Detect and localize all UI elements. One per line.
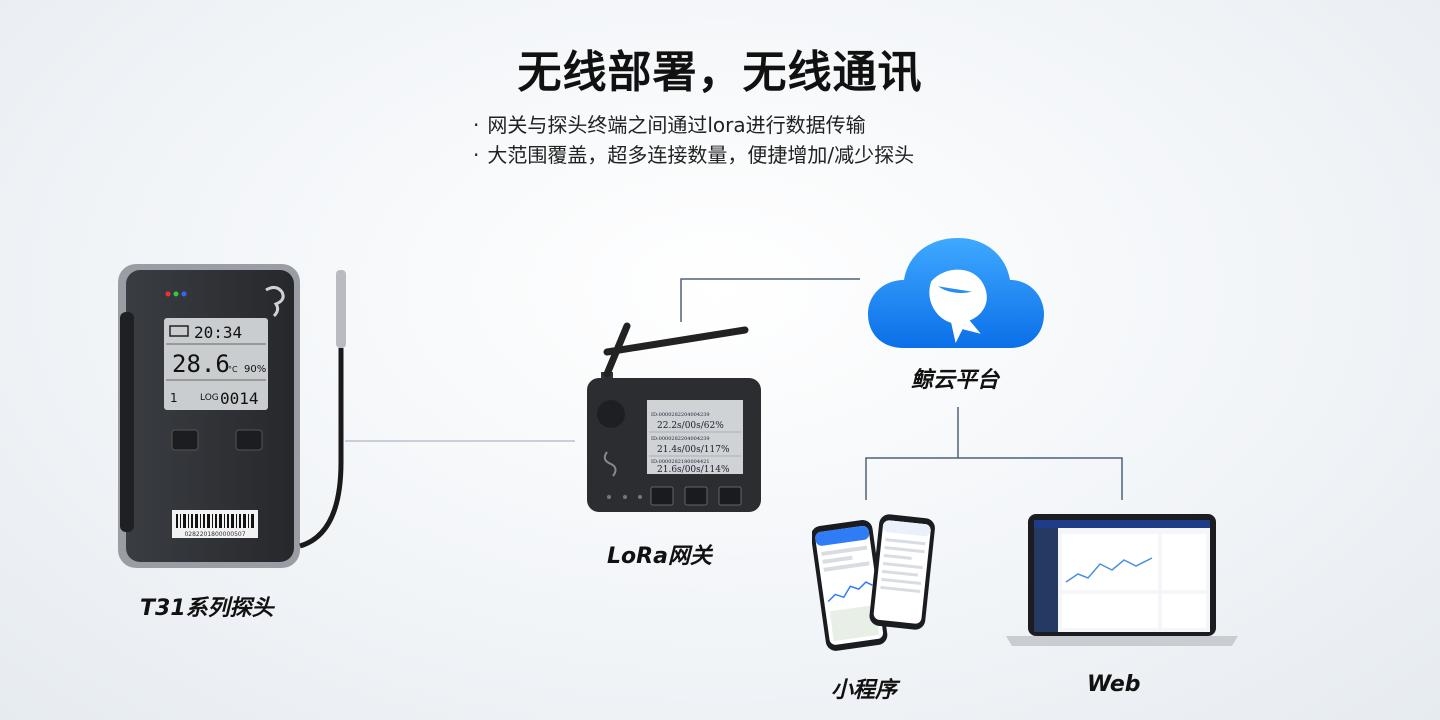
probe-lcd <box>164 318 268 410</box>
whale-logo-icon <box>929 269 987 343</box>
miniprogram-phones <box>812 514 935 651</box>
probe-device: 20:34 28.6 °C 90% 1 LOG 0014 02822018000… <box>118 264 346 568</box>
gateway-alarm-button <box>650 486 674 506</box>
battery-icon <box>169 325 189 337</box>
web-label: Web <box>1087 672 1141 697</box>
probe-sensor-tip <box>336 270 346 348</box>
probe-label: T31系列探头 <box>140 596 274 621</box>
cloud-web-link <box>958 457 1123 500</box>
laptop-base <box>1006 636 1238 646</box>
brand-logo-icon <box>265 285 285 318</box>
lcd-log-value: 0014 <box>220 389 259 408</box>
gateway-row-id: ID:0000282180004421 <box>651 459 710 465</box>
lcd-unit: °C <box>228 365 238 374</box>
gateway-cloud-link <box>680 278 860 322</box>
lcd-temperature: 28.6 <box>172 350 230 378</box>
lcd-log-label: LOG <box>200 393 219 403</box>
gateway-row-value: 21.6s/00s/114% <box>657 465 730 475</box>
gateway-screen <box>647 400 743 474</box>
gateway-row-id: ID:0000282204004239 <box>651 412 710 418</box>
gateway-antenna-horizontal <box>603 326 749 356</box>
gateway-row-id: ID:0000282204004239 <box>651 436 710 442</box>
web-laptop <box>1006 514 1238 646</box>
gateway-logo-icon <box>603 451 617 477</box>
bullet-list: 网关与探头终端之间通过lora进行数据传输 大范围覆盖，超多连接数量，便捷增加/… <box>473 110 914 170</box>
gateway-mode-button <box>718 486 742 506</box>
probe-alarm-button <box>171 429 199 451</box>
cloud-label: 鲸云平台 <box>911 368 1000 393</box>
gateway-row-value: 21.4s/00s/117% <box>657 445 730 455</box>
bullet-item: 大范围覆盖，超多连接数量，便捷增加/减少探头 <box>473 140 914 170</box>
gateway-menu-button <box>684 486 708 506</box>
lcd-time: 20:34 <box>194 323 242 342</box>
cloud-miniprogram-link <box>865 407 959 500</box>
gateway-device: ID:0000282204004239 22.2s/00s/62% ID:000… <box>587 322 761 512</box>
bullet-item: 网关与探头终端之间通过lora进行数据传输 <box>473 110 914 140</box>
page-title: 无线部署，无线通讯 <box>517 47 923 98</box>
gateway-label: LoRa网关 <box>607 544 712 569</box>
lcd-index: 1 <box>170 391 178 405</box>
lcd-humidity: 90% <box>244 364 266 375</box>
barcode-number: 0282201800000507 <box>184 531 245 538</box>
probe-mode-button <box>235 429 263 451</box>
miniprogram-label: 小程序 <box>831 678 898 703</box>
cloud-icon <box>868 238 1044 348</box>
probe-cable <box>299 348 344 549</box>
gateway-row-value: 22.2s/00s/62% <box>657 421 724 431</box>
